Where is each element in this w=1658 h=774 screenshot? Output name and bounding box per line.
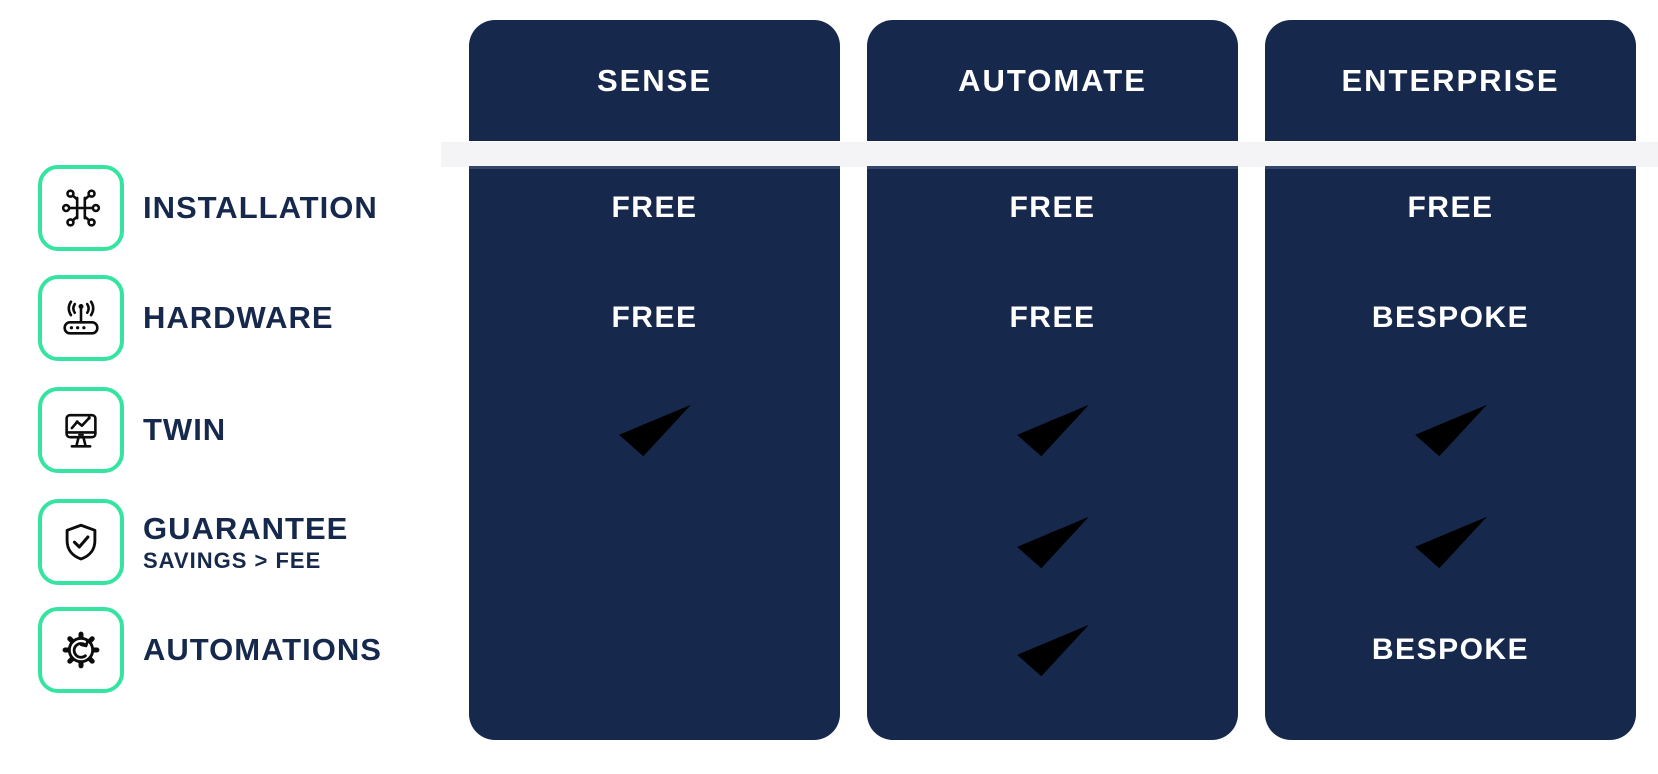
plan-header-sense: SENSE (469, 20, 840, 141)
cell-automate-guarantee (867, 494, 1238, 590)
cell-enterprise-hardware: BESPOKE (1371, 301, 1530, 334)
router-icon (38, 275, 124, 361)
cell-enterprise-automations: BESPOKE (1371, 633, 1530, 666)
feature-title: TWIN (143, 412, 227, 448)
cell-sense-twin (469, 382, 840, 478)
cell-sense-hardware: FREE (611, 301, 698, 334)
plan-header-enterprise: ENTERPRISE (1265, 20, 1636, 141)
plan-column-automate: FREE FREE (867, 166, 1238, 740)
feature-title: GUARANTEE (143, 510, 349, 546)
plan-name: SENSE (596, 62, 713, 98)
cell-automate-hardware: FREE (1009, 301, 1096, 334)
feature-title: HARDWARE (143, 300, 334, 336)
cell-enterprise-twin (1265, 382, 1636, 478)
plan-name: ENTERPRISE (1341, 62, 1560, 98)
cell-automate-installation: FREE (1009, 191, 1096, 224)
check-icon (1414, 516, 1487, 569)
feature-label-automations: AUTOMATIONS (143, 607, 453, 693)
cell-sense-automations (469, 602, 840, 698)
check-icon (1016, 516, 1089, 569)
cross-icon (634, 630, 675, 670)
cell-automate-automations (867, 602, 1238, 698)
feature-label-guarantee: GUARANTEE SAVINGS > FEE (143, 499, 453, 585)
cell-automate-twin (867, 382, 1238, 478)
feature-subtitle: SAVINGS > FEE (143, 548, 322, 574)
shield-check-icon (38, 499, 124, 585)
check-icon (1414, 404, 1487, 457)
plan-column-sense: FREE FREE (469, 166, 840, 740)
plan-name: AUTOMATE (958, 62, 1147, 98)
feature-title: INSTALLATION (143, 190, 378, 226)
feature-title: AUTOMATIONS (143, 632, 382, 668)
check-icon (618, 404, 691, 457)
cell-enterprise-guarantee (1265, 494, 1636, 590)
check-icon (1016, 624, 1089, 677)
feature-label-hardware: HARDWARE (143, 275, 453, 361)
check-icon (1016, 404, 1089, 457)
feature-label-installation: INSTALLATION (143, 165, 453, 251)
cell-sense-installation: FREE (611, 191, 698, 224)
cell-sense-guarantee (469, 494, 840, 590)
cell-enterprise-installation: FREE (1407, 191, 1494, 224)
feature-label-twin: TWIN (143, 387, 453, 473)
plan-column-enterprise: FREE BESPOKE BESPOKE (1265, 166, 1636, 740)
gear-sync-icon (38, 607, 124, 693)
monitor-chart-icon (38, 387, 124, 473)
circuit-icon (38, 165, 124, 251)
cross-icon (634, 522, 675, 562)
plan-header-automate: AUTOMATE (867, 20, 1238, 141)
header-divider-band (441, 142, 1658, 167)
